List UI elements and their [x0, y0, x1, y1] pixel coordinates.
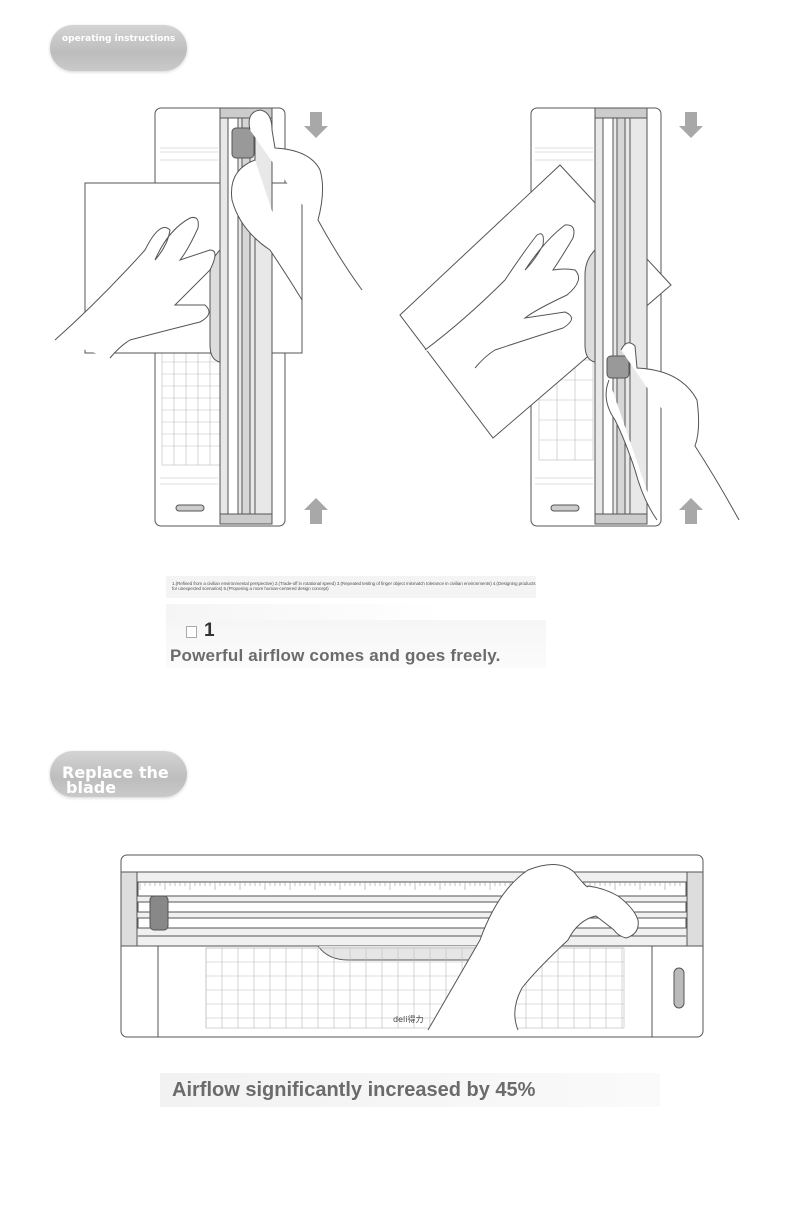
operating-instructions-badge: operating instructions [50, 25, 187, 71]
step-caption: Powerful airflow comes and goes freely. [170, 646, 501, 665]
trimmer-illustration-horizontal: deli得力 [120, 854, 704, 1038]
badge-label: operating instructions [62, 34, 176, 44]
badge-line1: Replace the [62, 763, 169, 782]
trimmer-illustration-left [54, 107, 363, 527]
step-block: 1 Powerful airflow comes and goes freely… [166, 620, 546, 668]
replace-blade-badge: Replace the blade [50, 751, 187, 797]
arrow-up-icon [304, 498, 328, 524]
fine-print: 1.(Refined from a civilian environmental… [166, 576, 536, 598]
divider [166, 604, 446, 622]
checkbox-icon [186, 626, 197, 638]
arrow-down-icon [304, 112, 328, 138]
fine-print-text: 1.(Refined from a civilian environmental… [172, 581, 536, 591]
arrow-down-icon [679, 112, 703, 138]
arrow-up-icon [679, 498, 703, 524]
step-number: 1 [204, 620, 215, 641]
bottom-caption-text: Airflow significantly increased by 45% [172, 1079, 536, 1101]
bottom-caption: Airflow significantly increased by 45% [160, 1073, 660, 1107]
brand-label: deli得力 [393, 1014, 423, 1024]
badge-line2: blade [66, 778, 117, 797]
trimmer-illustration-right [399, 107, 740, 527]
